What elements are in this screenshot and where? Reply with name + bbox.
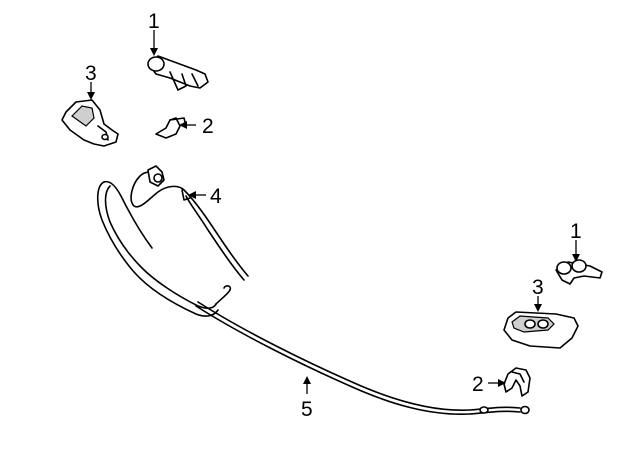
callout-2-right: 2 — [472, 373, 484, 396]
arrow-4 — [188, 191, 196, 199]
callout-4: 4 — [210, 185, 222, 208]
callout-1-right: 1 — [570, 220, 582, 243]
washer-hose-long — [195, 301, 530, 416]
callout-3-right: 3 — [532, 276, 544, 299]
bumper-outline — [96, 180, 232, 317]
clip-upper — [155, 117, 187, 139]
washer-nozzle-left — [147, 55, 209, 91]
arrow-1a — [150, 48, 158, 56]
callout-5: 5 — [301, 398, 313, 421]
arrow-5 — [303, 376, 311, 384]
callout-1-top-left: 1 — [148, 10, 160, 33]
nozzle-cover-left — [61, 99, 119, 147]
arrow-1b — [572, 254, 580, 262]
arrow-2a — [179, 121, 187, 129]
nozzle-cover-right — [503, 311, 579, 349]
callout-2-top: 2 — [202, 115, 214, 138]
arrow-3a — [87, 92, 95, 100]
callout-3-left: 3 — [85, 62, 97, 85]
washer-nozzle-right — [555, 259, 603, 285]
washer-hose-upper — [130, 165, 249, 281]
arrow-2b — [498, 379, 506, 387]
arrow-3b — [534, 304, 542, 312]
clip-lower — [503, 367, 531, 397]
